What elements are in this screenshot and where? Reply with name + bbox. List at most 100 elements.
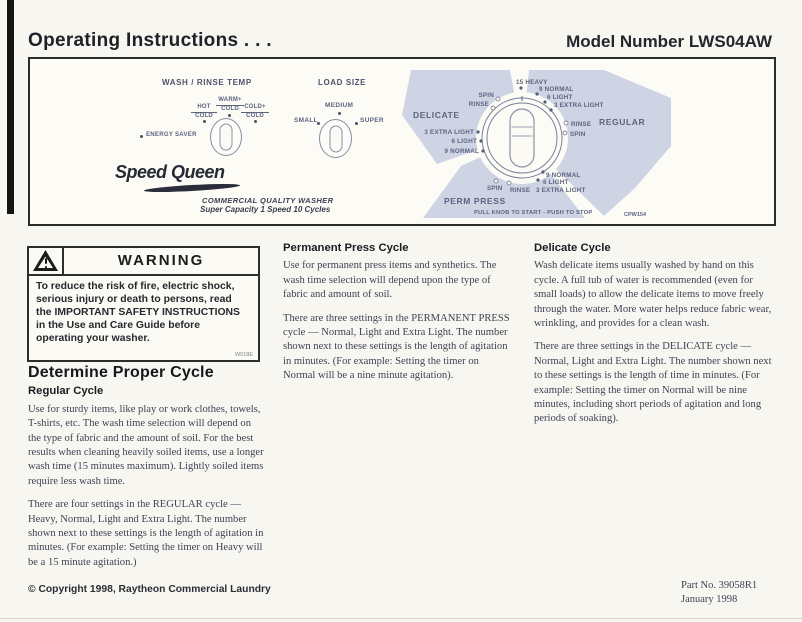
warning-header: WARNING [29,248,258,276]
load-small-label: SMALL [294,117,318,124]
dial-circle-marker [562,130,568,136]
warning-code: W018E [234,352,253,358]
dial-circle-marker [490,105,496,111]
dial-label-regular-normal: 9 NORMAL [539,86,573,93]
temp-label-cold-cold: COLD+ COLD [241,104,269,120]
temp-hot-line2: COLD [195,112,213,119]
regular-cycle-paragraph-2: There are four settings in the REGULAR c… [28,499,264,568]
date: January 1998 [681,593,738,605]
wash-rinse-temp-title: WASH / RINSE TEMP [162,78,252,87]
dial-section-regular: REGULAR [599,117,645,127]
dial-dot [519,86,523,90]
dial-dot [535,92,539,96]
dial-dot [536,178,540,182]
permanent-press-heading: Permanent Press Cycle [283,242,409,254]
permanent-press-paragraph-1: Use for permanent press items and synthe… [283,260,497,301]
dial-inner-ring [486,102,558,174]
dial-dot [541,170,545,174]
load-dot-super [355,122,358,125]
dial-label-delicate-rinse: RINSE [469,101,489,108]
dial-instruction: PULL KNOB TO START - PUSH TO STOP [474,210,592,216]
dial-circle-marker [506,180,512,186]
brand-logo: Speed Queen [115,162,225,182]
load-dot-small [317,122,320,125]
temp-warm-line1: WARM+ [216,97,244,106]
dial-circle-marker [563,120,569,126]
regular-cycle-heading: Regular Cycle [28,385,104,398]
column-permanent-press-cycle: Permanent Press Cycle Use for permanent … [283,241,511,393]
delicate-cycle-paragraph-2: There are three settings in the DELICATE… [534,341,772,425]
dial-label-delicate-light: 6 LIGHT [451,138,477,145]
dial-label-perm-spin: SPIN [487,185,503,192]
warning-body: To reduce the risk of fire, electric sho… [36,281,240,344]
delicate-cycle-heading: Delicate Cycle [534,242,611,254]
column-delicate-cycle: Delicate Cycle Wash delicate items usual… [534,241,774,436]
dial-label-regular-heavy: 15 HEAVY [516,79,548,86]
brand-tagline-1: COMMERCIAL QUALITY WASHER [202,196,334,205]
dial-label-perm-normal: 9 NORMAL [546,172,580,179]
dial-label-regular-light: 6 LIGHT [547,94,573,101]
dial-label-regular-spin: SPIN [570,131,586,138]
column-regular-cycle: Determine Proper Cycle Regular Cycle Use… [28,364,266,579]
temp-cold-line2: COLD [246,112,264,119]
dial-dot [481,149,485,153]
dial-label-delicate-extra-light: 3 EXTRA LIGHT [424,129,474,136]
dial-section-delicate: DELICATE [413,110,460,120]
temp-label-hot-cold: HOT COLD [191,104,217,120]
regular-cycle-paragraph-1: Use for sturdy items, like play or work … [28,403,264,487]
wash-temp-knob [210,118,242,156]
dial-dot [549,108,553,112]
load-size-knob [319,119,352,158]
exclamation-icon [44,258,48,264]
brand-swoosh [142,182,242,194]
wash-temp-knob-pointer [219,123,233,151]
dial-label-delicate-spin: SPIN [479,92,495,99]
regular-wedge [522,70,671,216]
dial-dot [479,139,483,143]
warning-icon-cell [29,248,64,274]
dial-label-regular-rinse: RINSE [571,121,591,128]
load-size-knob-pointer [329,125,342,152]
dial-label-perm-light: 6 LIGHT [543,179,569,186]
dial-label-delicate-normal: 9 NORMAL [445,148,479,155]
temp-hot-line1: HOT [191,104,217,113]
energy-saver-label: ENERGY SAVER [146,132,197,138]
scan-edge-artifact [7,0,14,214]
temp-warm-line2: COLD [221,105,239,112]
part-info: Part No. 39058R1 January 1998 [681,579,757,606]
delicate-cycle-paragraph-1: Wash delicate items usually washed by ha… [534,260,772,330]
scan-bottom-line [0,618,802,619]
exclamation-dot [44,265,48,268]
load-dot-medium [338,112,341,115]
temp-cold-line1: COLD+ [241,104,269,113]
dial-part-code: CPW154 [624,212,647,218]
load-super-label: SUPER [360,117,384,124]
load-size-title: LOAD SIZE [318,78,367,87]
temp-dot-hot [203,120,206,123]
load-medium-label: MEDIUM [325,102,354,109]
determine-proper-cycle-heading: Determine Proper Cycle [28,364,214,381]
brand-tagline-2: Super Capacity 1 Speed 10 Cycles [200,205,331,214]
dial-knob [509,108,535,168]
warning-title: WARNING [117,252,205,269]
permanent-press-paragraph-2: There are three settings in the PERMANEN… [283,312,510,382]
dial-dot [476,130,480,134]
model-number: Model Number LWS04AW [566,32,772,51]
copyright-text: © Copyright 1998, Raytheon Commercial La… [28,584,271,595]
dial-label-regular-extra-light: 3 EXTRA LIGHT [554,102,604,109]
temp-dot-warm [228,114,231,117]
dial-label-perm-extra-light: 3 EXTRA LIGHT [536,187,586,194]
page-title: Operating Instructions . . . [28,30,272,51]
part-number: Part No. 39058R1 [681,580,758,591]
temp-label-warm-cold: WARM+ COLD [216,97,244,113]
dial-label-perm-rinse: RINSE [510,187,530,194]
warning-box: WARNING To reduce the risk of fire, elec… [27,246,260,362]
dial-section-perm-press: PERM PRESS [444,196,506,206]
temp-dot-cold [254,120,257,123]
cycle-dial-diagram: 15 HEAVY 9 NORMAL 6 LIGHT 3 EXTRA LIGHT … [402,70,671,218]
control-panel-diagram: WASH / RINSE TEMP HOT COLD WARM+ COLD CO… [28,57,776,226]
dial-circle-marker [495,96,501,102]
dial-circle-marker [493,178,499,184]
energy-saver-dot [140,135,143,138]
